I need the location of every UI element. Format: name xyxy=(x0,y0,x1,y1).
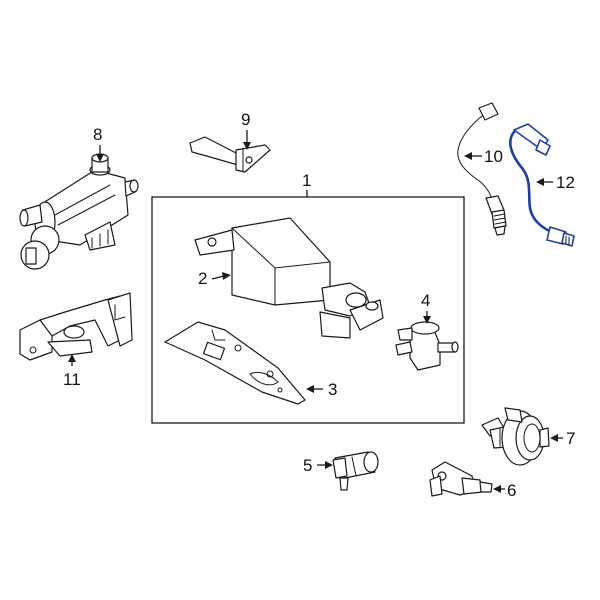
callout-9-number: 9 xyxy=(241,110,250,129)
callout-5: 5 xyxy=(303,456,333,475)
part-8-vacuum-pump[interactable] xyxy=(19,153,139,270)
part-7-vacuum-actuator[interactable] xyxy=(481,407,550,466)
callout-8-number: 8 xyxy=(93,125,102,144)
part-10-oxygen-sensor[interactable] xyxy=(457,102,507,236)
callout-7: 7 xyxy=(550,429,575,448)
callout-6-number: 6 xyxy=(507,481,516,500)
callout-4-number: 4 xyxy=(421,291,430,310)
callout-3-number: 3 xyxy=(328,380,337,399)
part-2-charcoal-canister[interactable] xyxy=(194,217,384,339)
callout-11-number: 11 xyxy=(63,370,81,389)
callout-8: 8 xyxy=(93,125,104,162)
part-3-shield-plate[interactable] xyxy=(164,321,306,405)
part-5-sensor[interactable] xyxy=(332,451,379,491)
callout-10: 10 xyxy=(464,147,503,166)
part-11-bracket[interactable] xyxy=(19,292,133,361)
part-6-sensor[interactable] xyxy=(429,461,493,497)
callout-6: 6 xyxy=(493,481,516,500)
part-9-bracket[interactable] xyxy=(189,136,271,173)
part-12-oxygen-sensor-highlighted[interactable] xyxy=(509,123,575,247)
callout-3: 3 xyxy=(306,380,337,399)
callout-10-number: 10 xyxy=(484,147,503,166)
assembly-box xyxy=(151,196,465,424)
callout-9: 9 xyxy=(241,110,251,150)
part-4-purge-valve[interactable] xyxy=(395,321,459,371)
callout-11: 11 xyxy=(63,354,81,389)
callout-7-number: 7 xyxy=(566,429,575,448)
callout-2: 2 xyxy=(198,269,231,288)
callout-4: 4 xyxy=(421,291,431,324)
callout-2-number: 2 xyxy=(198,269,207,288)
callout-1-number: 1 xyxy=(302,171,311,190)
callout-5-number: 5 xyxy=(303,456,312,475)
callout-12-number: 12 xyxy=(556,173,575,192)
callout-12: 12 xyxy=(536,173,575,192)
callout-1: 1 xyxy=(302,171,311,197)
